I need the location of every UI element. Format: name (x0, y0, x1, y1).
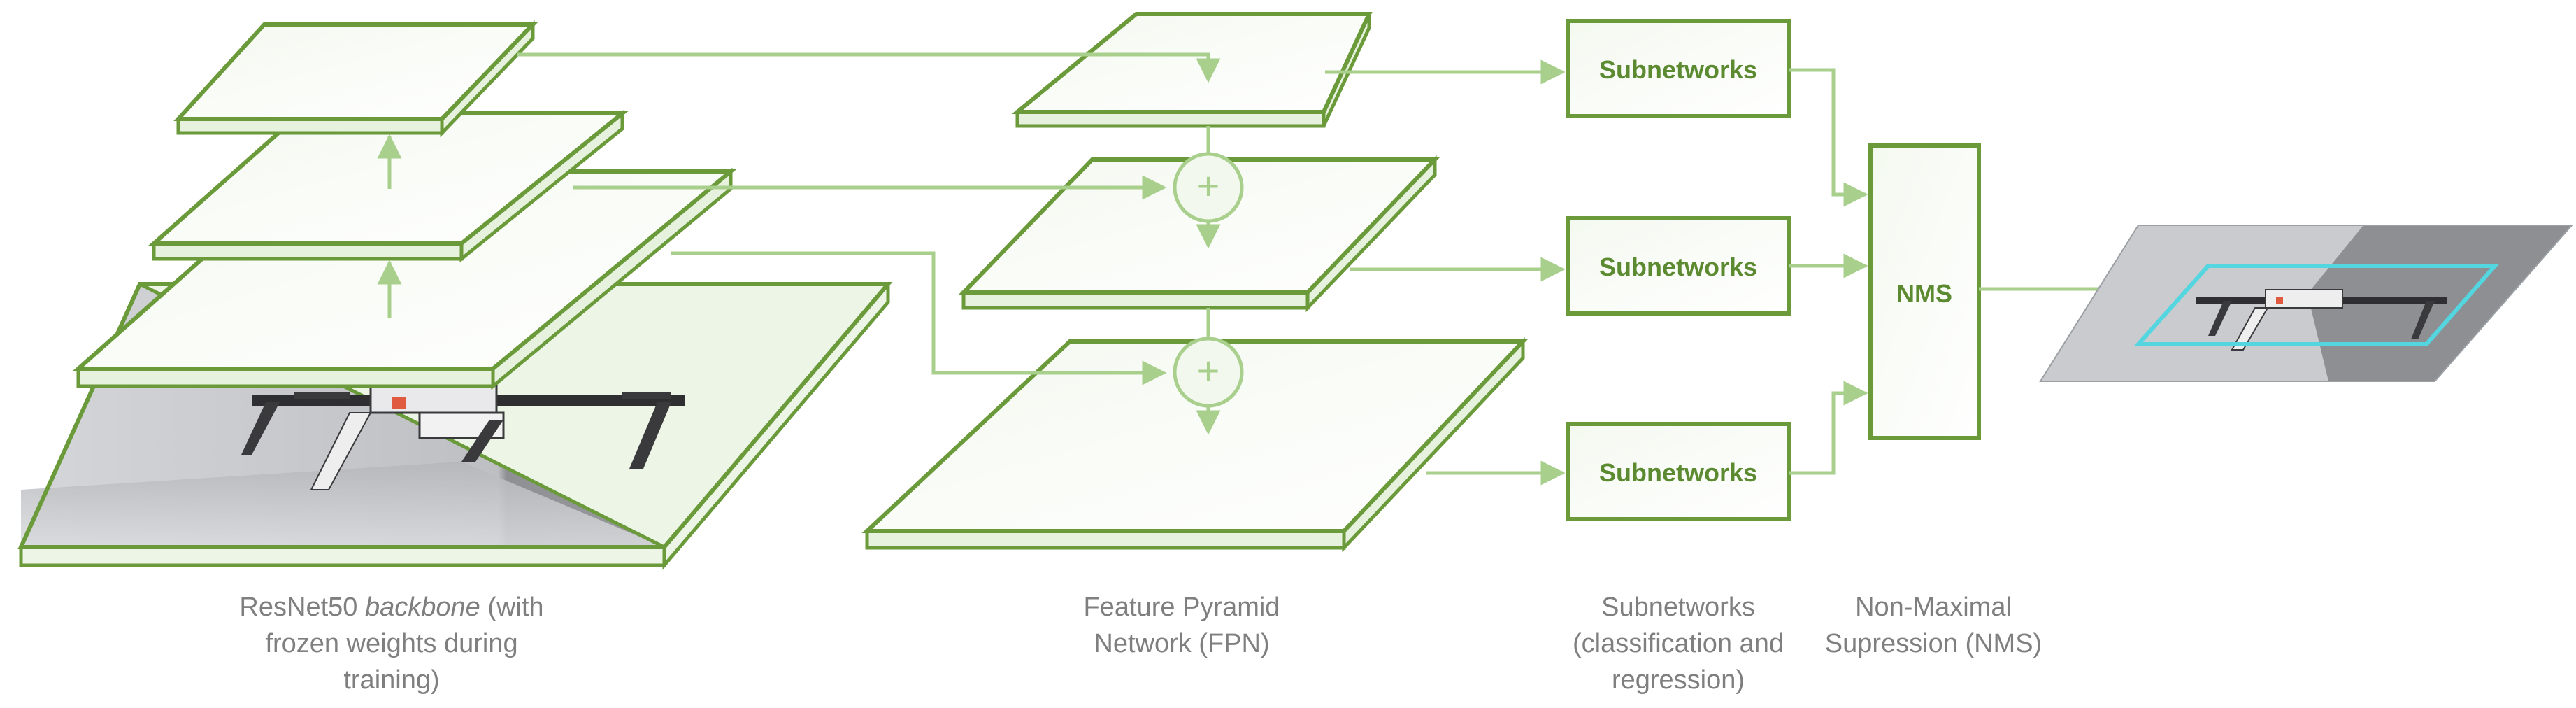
subnetworks-box-middle: Subnetworks (1566, 216, 1791, 316)
subnetworks-box-bottom: Subnetworks (1566, 422, 1791, 521)
sum-node-bottom: + (1173, 337, 1244, 408)
backbone-slab-bottom (73, 167, 737, 390)
fpn-to-subnet-arrows (1325, 59, 1566, 486)
caption-fpn: Feature Pyramid Network (FPN) (1083, 593, 1280, 658)
subnet-to-nms-arrows (1789, 68, 1868, 475)
plus-icon: + (1197, 348, 1220, 392)
caption-subnetworks: Subnetworks (classification and regressi… (1572, 593, 1784, 695)
plus-icon: + (1197, 164, 1220, 208)
caption-backbone: ResNet50 backbone (with frozen weights d… (239, 593, 544, 695)
lateral-connections (517, 52, 1221, 385)
fpn-slab-top (1011, 12, 1373, 128)
detection-bounding-box (2133, 264, 2500, 346)
fpn-slab-bottom (861, 337, 1528, 553)
drone-icon (2196, 289, 2447, 351)
nms-box-label: NMS (1896, 279, 1952, 308)
subnetworks-box-label: Subnetworks (1599, 55, 1757, 84)
sum-node-top: + (1173, 152, 1244, 223)
drone-icon (241, 383, 685, 490)
output-image (2039, 225, 2574, 382)
subnetworks-box-label: Subnetworks (1599, 458, 1757, 487)
caption-nms: Non-Maximal Supression (NMS) (1824, 593, 2042, 658)
subnetworks-box-top: Subnetworks (1566, 19, 1791, 118)
backbone-slab-top (173, 20, 538, 138)
subnetworks-box-label: Subnetworks (1599, 253, 1757, 281)
nms-box: NMS (1868, 143, 1981, 440)
